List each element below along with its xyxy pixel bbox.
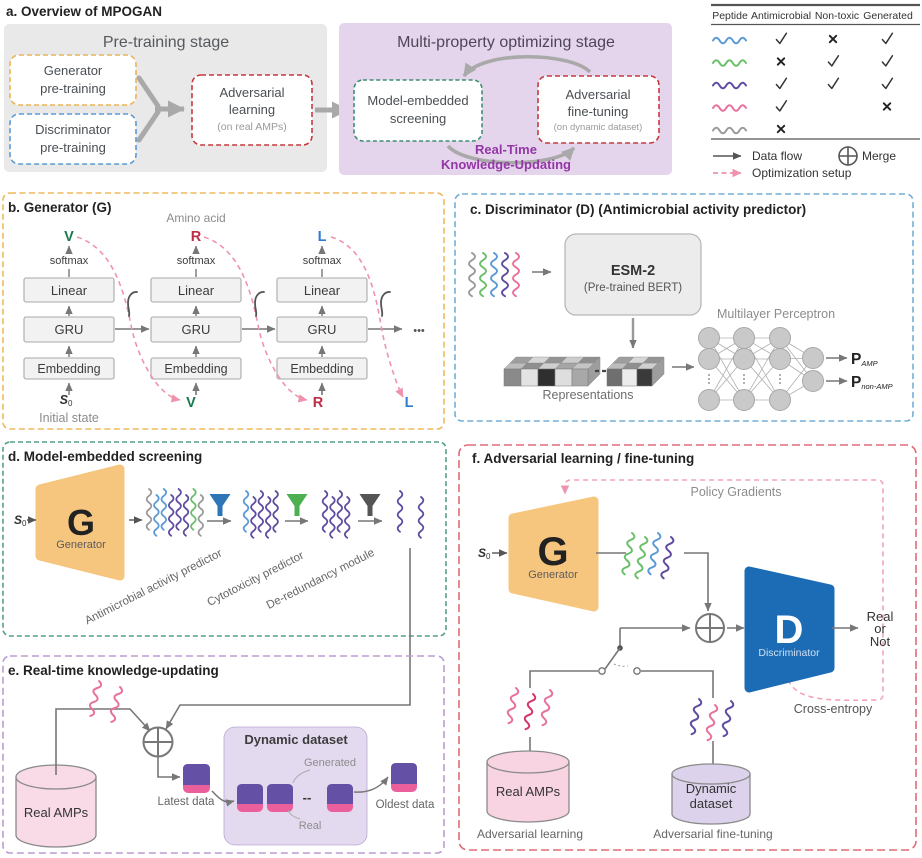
svg-text:(Pre-trained BERT): (Pre-trained BERT) [584, 282, 682, 294]
svg-text:Model-embedded: Model-embedded [367, 93, 468, 108]
svg-text:Embedding: Embedding [290, 362, 353, 376]
svg-text:Real: Real [867, 609, 894, 624]
svg-text:Generated: Generated [863, 10, 913, 22]
svg-text:Not: Not [870, 634, 891, 649]
svg-text:Real AMPs: Real AMPs [24, 805, 89, 820]
svg-text:R: R [191, 229, 202, 245]
svg-text:Multi-property optimizing stag: Multi-property optimizing stage [397, 34, 615, 51]
svg-text:softmax: softmax [50, 255, 89, 267]
svg-text:GRU: GRU [182, 322, 211, 337]
svg-text:f. Adversarial learning / fine: f. Adversarial learning / fine-tuning [472, 451, 694, 466]
svg-text:Amino acid: Amino acid [166, 211, 225, 225]
svg-text:V: V [64, 229, 74, 245]
svg-text:Adversarial: Adversarial [565, 87, 630, 102]
svg-text:screening: screening [390, 111, 446, 126]
svg-text:softmax: softmax [177, 255, 216, 267]
svg-text:Linear: Linear [178, 283, 215, 298]
svg-text:dataset: dataset [690, 796, 733, 811]
svg-text:or: or [874, 621, 886, 636]
svg-text:L: L [318, 229, 327, 245]
svg-text:e. Real-time knowledge-updatin: e. Real-time knowledge-updating [8, 663, 219, 678]
svg-text:•••: ••• [413, 325, 425, 337]
svg-text:Adversarial: Adversarial [219, 85, 284, 100]
svg-text:Generator: Generator [528, 569, 578, 581]
svg-text:Policy Gradients: Policy Gradients [690, 485, 781, 499]
svg-text:(on real AMPs): (on real AMPs) [217, 121, 286, 133]
svg-text:Dynamic dataset: Dynamic dataset [244, 732, 348, 747]
svg-text:Pnon-AMP: Pnon-AMP [851, 374, 893, 391]
svg-text:S0: S0 [14, 513, 27, 528]
svg-text:Oldest data: Oldest data [376, 799, 435, 811]
svg-text:Discriminator: Discriminator [35, 122, 112, 137]
svg-text:GRU: GRU [308, 322, 337, 337]
svg-text:Optimization setup: Optimization setup [752, 166, 852, 180]
svg-text:G: G [67, 502, 95, 543]
svg-text:pre-training: pre-training [40, 81, 106, 96]
svg-text:Initial state: Initial state [39, 411, 99, 425]
svg-text:Linear: Linear [51, 283, 88, 298]
svg-text:G: G [537, 530, 568, 574]
svg-text:Knowledge-Updating: Knowledge-Updating [441, 157, 571, 172]
svg-text:Latest data: Latest data [158, 796, 216, 808]
svg-text:Antimicrobial: Antimicrobial [751, 10, 811, 22]
svg-text:c. Discriminator (D) (Antimicr: c. Discriminator (D) (Antimicrobial acti… [470, 202, 806, 217]
svg-text:Real-Time: Real-Time [475, 142, 537, 157]
svg-text:Generator: Generator [44, 63, 103, 78]
svg-text:d. Model-embedded screening: d. Model-embedded screening [8, 449, 202, 464]
svg-text:b. Generator (G): b. Generator (G) [8, 200, 112, 215]
svg-text:S0: S0 [60, 393, 73, 408]
svg-text:Pre-training stage: Pre-training stage [103, 34, 229, 51]
svg-text:Adversarial fine-tuning: Adversarial fine-tuning [653, 827, 772, 841]
svg-text:Generated: Generated [304, 757, 356, 769]
svg-text:Data flow: Data flow [752, 149, 802, 163]
svg-text:Embedding: Embedding [37, 362, 100, 376]
svg-text:Real AMPs: Real AMPs [496, 784, 561, 799]
svg-text:Cross-entropy: Cross-entropy [794, 702, 873, 716]
svg-text:fine-tuning: fine-tuning [568, 104, 629, 119]
svg-text:Real: Real [299, 820, 322, 832]
svg-text:Merge: Merge [862, 149, 896, 163]
svg-text:S0: S0 [478, 546, 491, 561]
svg-text:L: L [405, 395, 414, 411]
svg-text:learning: learning [229, 102, 275, 117]
svg-text:a. Overview of MPOGAN: a. Overview of MPOGAN [6, 4, 162, 19]
svg-text:GRU: GRU [55, 322, 84, 337]
svg-text:D: D [775, 608, 804, 652]
svg-text:(on dynamic dataset): (on dynamic dataset) [554, 122, 643, 133]
svg-text:Embedding: Embedding [164, 362, 227, 376]
svg-text:Adversarial learning: Adversarial learning [477, 827, 583, 841]
svg-text:Multilayer Perceptron: Multilayer Perceptron [717, 307, 835, 321]
svg-text:pre-training: pre-training [40, 140, 106, 155]
svg-text:Peptide: Peptide [712, 10, 748, 22]
svg-text:--: -- [303, 790, 312, 805]
svg-text:PAMP: PAMP [851, 351, 878, 368]
svg-text:Linear: Linear [304, 283, 341, 298]
svg-text:V: V [186, 395, 196, 411]
svg-text:Dynamic: Dynamic [686, 781, 737, 796]
svg-text:Representations: Representations [542, 388, 633, 402]
svg-text:softmax: softmax [303, 255, 342, 267]
svg-text:ESM-2: ESM-2 [611, 263, 655, 279]
svg-text:Non-toxic: Non-toxic [815, 10, 859, 22]
svg-text:Generator: Generator [56, 539, 106, 551]
svg-text:Discriminator: Discriminator [758, 647, 820, 659]
svg-text:R: R [313, 395, 324, 411]
